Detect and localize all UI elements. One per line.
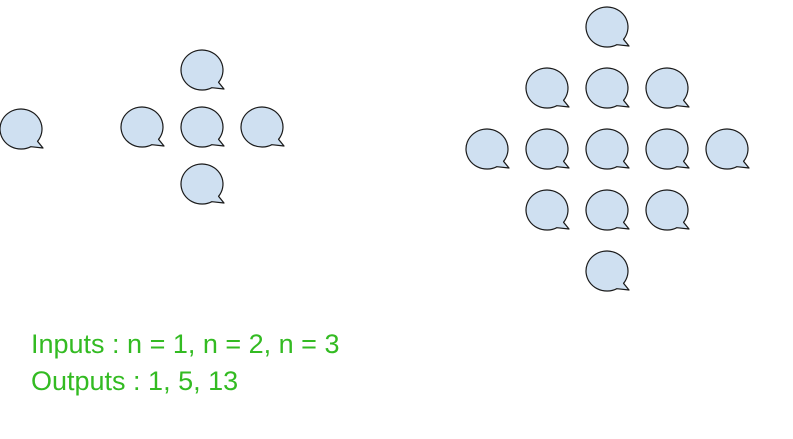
speech-bubble-icon: [180, 49, 225, 91]
speech-bubble-icon: [645, 189, 690, 231]
inputs-caption: Inputs : n = 1, n = 2, n = 3: [31, 329, 340, 359]
speech-bubble-icon: [645, 128, 690, 170]
speech-bubble-icon: [585, 250, 630, 292]
speech-bubble-icon: [585, 67, 630, 109]
outputs-caption: Outputs : 1, 5, 13: [31, 366, 239, 396]
figure-n1: [0, 108, 44, 150]
speech-bubble-icon: [525, 67, 570, 109]
speech-bubble-icon: [525, 189, 570, 231]
figure-n2: [120, 49, 285, 205]
speech-bubble-icon: [180, 106, 225, 148]
speech-bubble-icon: [525, 128, 570, 170]
speech-bubble-icon: [585, 189, 630, 231]
speech-bubble-icon: [645, 67, 690, 109]
figure-n3: [465, 6, 750, 292]
speech-bubble-icon: [180, 163, 225, 205]
speech-bubble-icon: [465, 128, 510, 170]
speech-bubble-icon: [585, 128, 630, 170]
speech-bubble-icon: [0, 108, 44, 150]
speech-bubble-icon: [120, 106, 165, 148]
speech-bubble-icon: [705, 128, 750, 170]
speech-bubble-icon: [240, 106, 285, 148]
speech-bubble-icon: [585, 6, 630, 48]
